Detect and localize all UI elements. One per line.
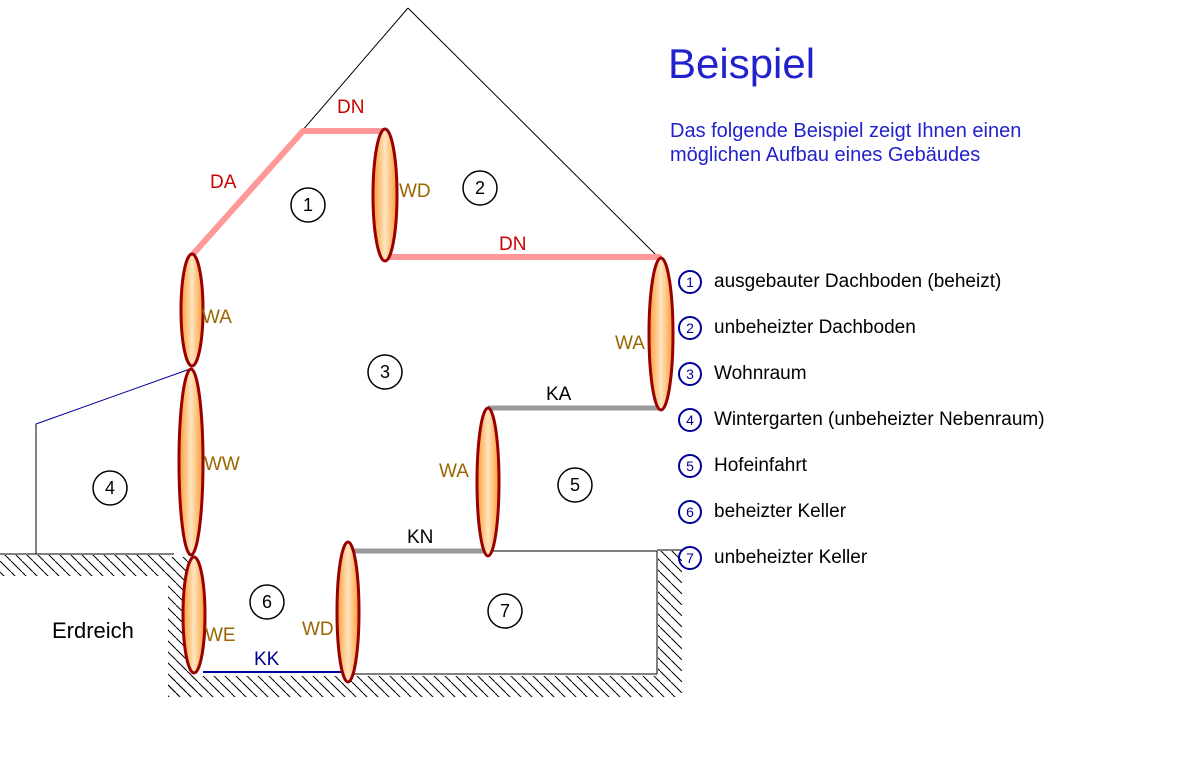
legend-item-5: 5 Hofeinfahrt: [678, 454, 1045, 478]
zone-number-4: 4: [105, 478, 115, 498]
legend-item-4: 4 Wintergarten (unbeheizter Nebenraum): [678, 408, 1045, 432]
zone-number-3: 3: [380, 362, 390, 382]
legend-number-badge-1: 1: [678, 270, 702, 294]
legend-number-badge-2: 2: [678, 316, 702, 340]
subtitle: Das folgende Beispiel zeigt Ihnen einen …: [670, 119, 1021, 167]
label-wd-lower: WD: [302, 619, 334, 640]
wall-marker-wd-upper: [371, 127, 399, 263]
subtitle-line-1: Das folgende Beispiel zeigt Ihnen einen: [670, 120, 1022, 142]
legend-item-7: 7 unbeheizter Keller: [678, 546, 1045, 570]
zone-number-6: 6: [262, 592, 272, 612]
wall-marker-wa-right: [647, 256, 675, 412]
wall-marker-wa-middle: [475, 406, 501, 558]
page-title: Beispiel: [668, 40, 816, 87]
label-kn: KN: [407, 527, 433, 548]
legend-item-2: 2 unbeheizter Dachboden: [678, 316, 1045, 340]
label-we: WE: [205, 625, 236, 646]
roof-edge-right: [407, 7, 661, 260]
legend-item-label-4: Wintergarten (unbeheizter Nebenraum): [714, 409, 1045, 430]
subtitle-line-2: möglichen Aufbau eines Gebäudes: [670, 144, 981, 166]
label-dn-lower: DN: [499, 234, 526, 255]
zone-circle-3: [367, 354, 403, 390]
label-wa-right: WA: [615, 333, 645, 354]
zone-number-1: 1: [303, 195, 313, 215]
roof-edge-left: [301, 7, 409, 132]
zone-number-7: 7: [500, 601, 510, 621]
legend-item-label-5: Hofeinfahrt: [714, 455, 807, 476]
label-wa-left: WA: [202, 307, 232, 328]
label-ka: KA: [546, 384, 572, 405]
legend-item-label-1: ausgebauter Dachboden (beheizt): [714, 271, 1002, 292]
wall-marker-ww: [177, 367, 205, 557]
earth-hatch-bottom: [168, 676, 682, 697]
label-kk: KK: [254, 649, 280, 670]
legend-item-label-7: unbeheizter Keller: [714, 547, 868, 568]
wall-marker-wd-lower: [335, 540, 361, 684]
zone-circle-5: [557, 467, 593, 503]
zone-number-5: 5: [570, 475, 580, 495]
legend-number-badge-7: 7: [678, 546, 702, 570]
legend-item-label-2: unbeheizter Dachboden: [714, 317, 916, 338]
earth-hatch-left: [0, 555, 170, 576]
wall-marker-wa-left: [179, 252, 205, 368]
label-wd-upper: WD: [399, 181, 431, 202]
legend-number-badge-6: 6: [678, 500, 702, 524]
legend-item-label-6: beheizter Keller: [714, 501, 847, 522]
zone-circle-6: [249, 584, 285, 620]
legend-number-badge-5: 5: [678, 454, 702, 478]
legend-item-3: 3 Wohnraum: [678, 362, 1045, 386]
label-wa-middle: WA: [439, 461, 469, 482]
zone-circle-7: [487, 593, 523, 629]
wall-marker-we: [181, 555, 207, 675]
roof-boundary-da-dn-upper: [191, 128, 387, 256]
legend-item-1: 1 ausgebauter Dachboden (beheizt): [678, 270, 1045, 294]
label-ww: WW: [204, 454, 240, 475]
zone-circle-1: [290, 187, 326, 223]
legend-number-badge-3: 3: [678, 362, 702, 386]
label-erdreich: Erdreich: [52, 618, 134, 643]
zone-number-2: 2: [475, 178, 485, 198]
label-da: DA: [210, 172, 237, 193]
legend-item-6: 6 beheizter Keller: [678, 500, 1045, 524]
legend: 1 ausgebauter Dachboden (beheizt) 2 unbe…: [678, 270, 1045, 592]
zone-circle-4: [92, 470, 128, 506]
legend-item-label-3: Wohnraum: [714, 363, 807, 384]
wintergarten-roof-line: [35, 368, 191, 425]
earth-hatch-right: [658, 551, 682, 676]
label-dn-upper: DN: [337, 97, 364, 118]
legend-number-badge-4: 4: [678, 408, 702, 432]
zone-circle-2: [462, 170, 498, 206]
